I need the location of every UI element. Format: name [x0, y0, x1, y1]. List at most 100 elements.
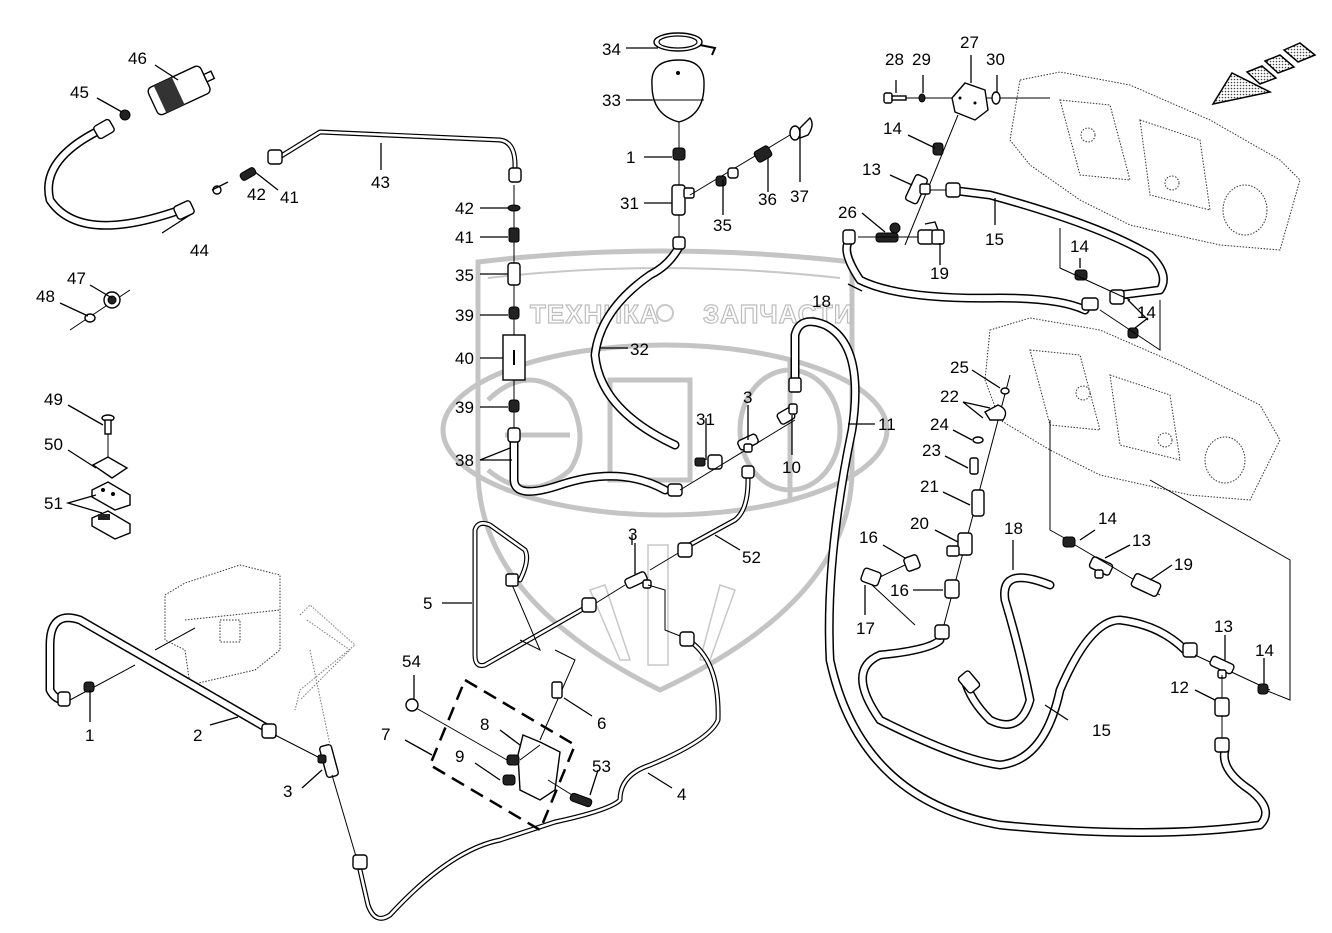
callout-2[interactable]: 2	[193, 726, 202, 745]
callout-24[interactable]: 24	[930, 415, 949, 434]
callout-1[interactable]: 1	[626, 148, 635, 167]
tee-20	[946, 532, 973, 557]
callout-46[interactable]: 46	[128, 49, 147, 68]
callout-30[interactable]: 30	[986, 50, 1005, 69]
hose-end-15	[945, 182, 961, 198]
nut-4-end	[352, 854, 368, 870]
callout-51[interactable]: 51	[44, 494, 63, 513]
callout-37[interactable]: 37	[790, 187, 809, 206]
callout-31b[interactable]: 31	[696, 410, 715, 429]
hose-end-38	[507, 427, 521, 443]
callout-3[interactable]: 3	[743, 388, 752, 407]
watermark-ellipse	[440, 342, 890, 518]
clamp-34	[653, 32, 717, 56]
callout-22[interactable]: 22	[940, 387, 959, 406]
callout-10[interactable]: 10	[782, 458, 801, 477]
callout-27[interactable]: 27	[960, 33, 979, 52]
callout-16b[interactable]: 16	[890, 581, 909, 600]
callout-9[interactable]: 9	[455, 747, 464, 766]
callout-25[interactable]: 25	[950, 358, 969, 377]
callout-35[interactable]: 35	[455, 266, 474, 285]
tube-52	[681, 467, 751, 551]
hose-end-2-right	[261, 723, 277, 739]
callout-48[interactable]: 48	[36, 287, 55, 306]
callout-32[interactable]: 32	[630, 340, 649, 359]
adapter-12	[1214, 697, 1230, 717]
callout-15[interactable]: 15	[985, 230, 1004, 249]
callout-19[interactable]: 19	[930, 264, 949, 283]
callout-40[interactable]: 40	[455, 349, 474, 368]
callout-4[interactable]: 4	[677, 785, 686, 804]
callout-42b[interactable]: 42	[455, 199, 474, 218]
callout-3c[interactable]: 3	[628, 525, 637, 544]
callout-3b[interactable]: 3	[283, 782, 292, 801]
callout-50[interactable]: 50	[44, 435, 63, 454]
callout-21[interactable]: 21	[920, 477, 939, 496]
callout-7[interactable]: 7	[381, 725, 390, 744]
nipple-39b	[508, 399, 520, 413]
callout-28[interactable]: 28	[885, 50, 904, 69]
callout-29[interactable]: 29	[912, 50, 931, 69]
ghost-bracket	[294, 604, 356, 711]
callout-42[interactable]: 42	[247, 185, 266, 204]
callout-19b[interactable]: 19	[1174, 555, 1193, 574]
callout-38[interactable]: 38	[455, 451, 474, 470]
callout-35b[interactable]: 35	[713, 216, 732, 235]
tee-13-top	[904, 174, 931, 205]
callout-41b[interactable]: 41	[455, 228, 474, 247]
callout-14d[interactable]: 14	[1098, 509, 1117, 528]
dashed-box-7	[428, 678, 577, 832]
hose-end-11	[788, 377, 802, 393]
callout-31[interactable]: 31	[620, 194, 639, 213]
callout-39b[interactable]: 39	[455, 398, 474, 417]
callout-14b[interactable]: 14	[1070, 237, 1089, 256]
watermark-shield	[475, 248, 855, 693]
callout-43[interactable]: 43	[371, 173, 390, 192]
hose-15-upper	[945, 185, 1168, 300]
callout-14e[interactable]: 14	[1255, 641, 1274, 660]
callout-13b[interactable]: 13	[1132, 531, 1151, 550]
callout-1b[interactable]: 1	[85, 726, 94, 745]
callout-14[interactable]: 14	[883, 119, 902, 138]
o-ring-25	[1000, 387, 1010, 395]
callout-17[interactable]: 17	[856, 619, 875, 638]
callout-12[interactable]: 12	[1170, 678, 1189, 697]
callout-45[interactable]: 45	[70, 83, 89, 102]
callout-34[interactable]: 34	[602, 40, 621, 59]
callout-41[interactable]: 41	[280, 188, 299, 207]
callout-36[interactable]: 36	[758, 190, 777, 209]
tube-43	[275, 129, 518, 181]
callout-14c[interactable]: 14	[1137, 303, 1156, 322]
nut-54	[405, 698, 419, 712]
callout-5[interactable]: 5	[423, 594, 432, 613]
callout-52[interactable]: 52	[742, 548, 761, 567]
tee-3-center	[737, 433, 759, 453]
callout-47[interactable]: 47	[67, 269, 86, 288]
callout-11[interactable]: 11	[878, 415, 896, 434]
callout-13[interactable]: 13	[862, 160, 881, 179]
callout-18[interactable]: 18	[812, 292, 831, 311]
union-35b	[715, 175, 727, 187]
callout-33[interactable]: 33	[602, 91, 621, 110]
callout-39[interactable]: 39	[455, 306, 474, 325]
nipple-6	[551, 681, 563, 699]
adapter-1-left	[83, 681, 95, 693]
callout-13c[interactable]: 13	[1214, 617, 1233, 636]
callout-6[interactable]: 6	[597, 714, 606, 733]
callout-16[interactable]: 16	[859, 528, 878, 547]
callout-44[interactable]: 44	[190, 241, 209, 260]
callout-53[interactable]: 53	[592, 757, 611, 776]
callout-18b[interactable]: 18	[1004, 519, 1023, 538]
callout-49[interactable]: 49	[44, 390, 63, 409]
bracket-22	[984, 404, 1007, 421]
callout-15b[interactable]: 15	[1092, 721, 1111, 740]
hose-end-18	[842, 229, 856, 245]
callout-54[interactable]: 54	[402, 652, 421, 671]
hydraulic-pump-lower	[984, 317, 1281, 501]
union-16a	[903, 554, 921, 572]
callout-8[interactable]: 8	[480, 715, 489, 734]
tee-13-lower	[1088, 556, 1114, 579]
callout-23[interactable]: 23	[922, 441, 941, 460]
callout-26[interactable]: 26	[838, 203, 857, 222]
callout-20[interactable]: 20	[910, 514, 929, 533]
